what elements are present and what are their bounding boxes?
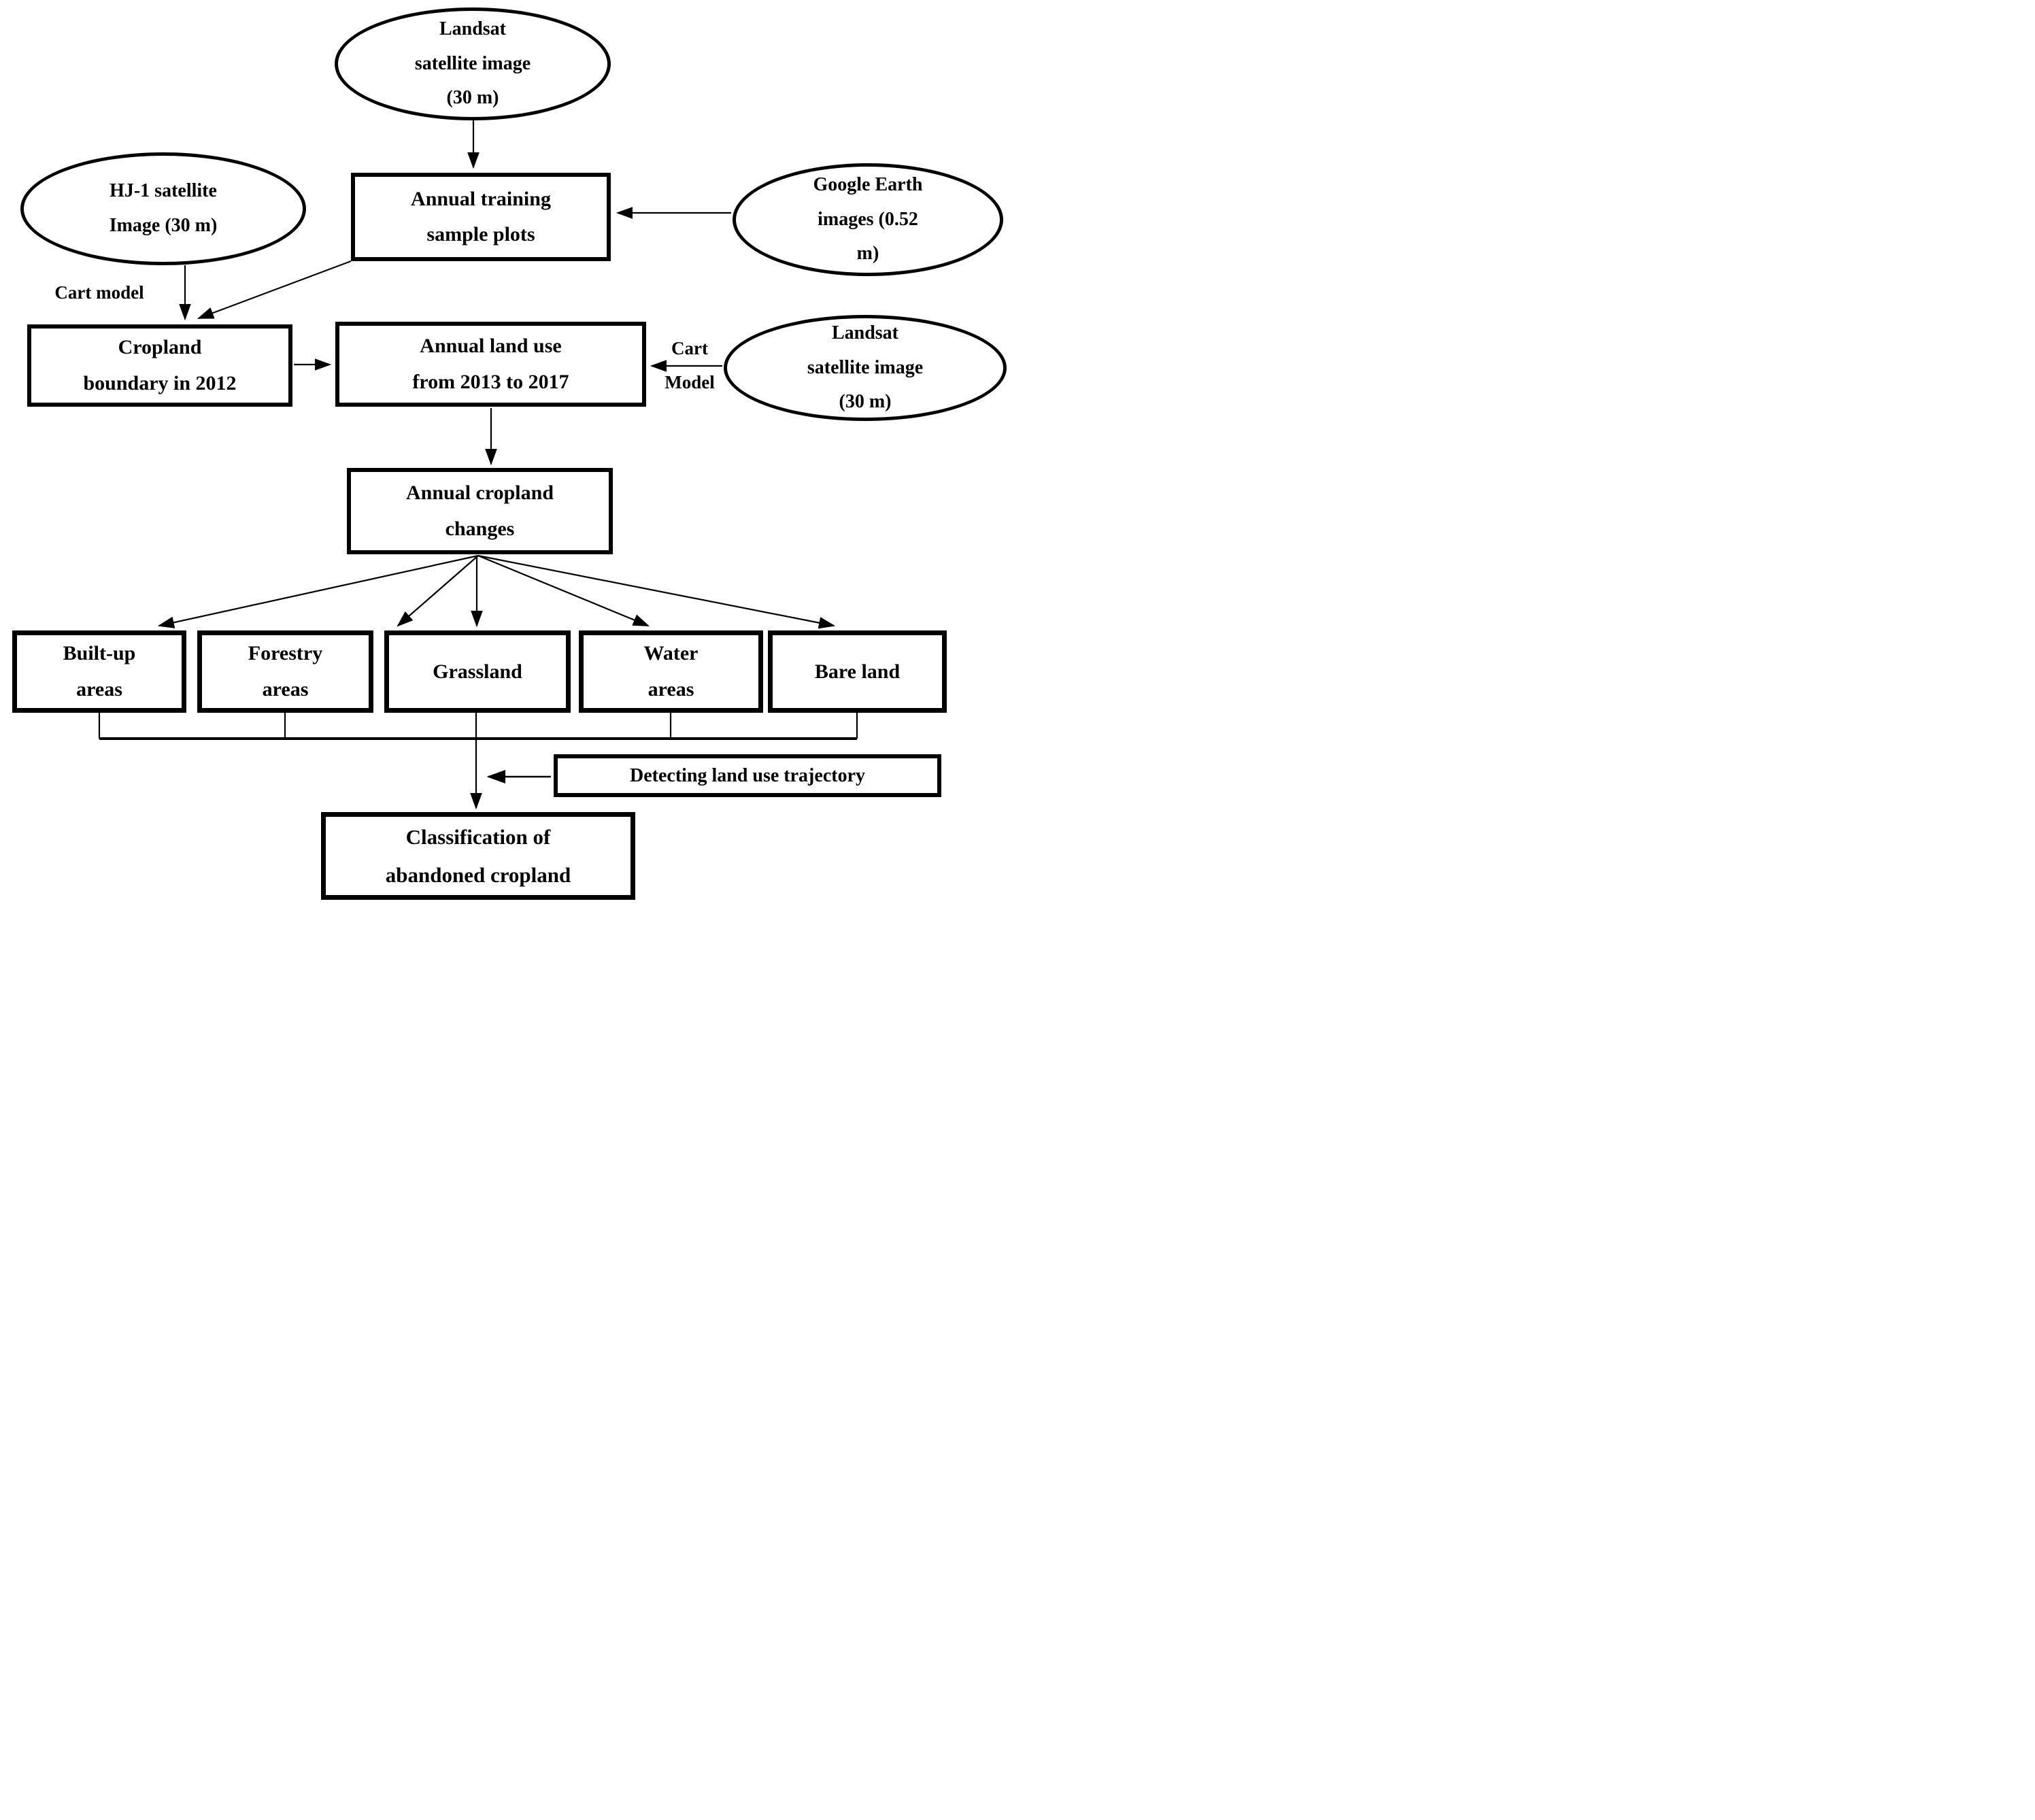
node-line: Annual cropland [405, 482, 554, 504]
edge-label-cart-model: Cart model [54, 282, 144, 303]
node-line: images (0.52 [818, 208, 918, 230]
node-line: Grassland [433, 660, 522, 683]
node-line: Annual land use [420, 335, 562, 357]
arrow-changes-to-water [477, 554, 650, 627]
node-line: boundary in 2012 [83, 371, 237, 394]
node-landsat-source-top: Landsat satellite image (30 m) [335, 7, 611, 120]
node-line: Built-up [63, 642, 136, 664]
node-line: Annual training [411, 187, 551, 210]
node-cropland-boundary: Cropland boundary in 2012 [27, 324, 292, 407]
node-line: (30 m) [446, 87, 499, 109]
node-line: Cropland [118, 336, 202, 358]
edge-label-cart: Cart [671, 338, 708, 358]
node-line: changes [445, 517, 515, 540]
node-forestry-areas: Forestry areas [197, 630, 373, 713]
node-line: sample plots [426, 223, 535, 246]
edge-label-model: Model [665, 372, 715, 392]
node-line: Classification of [405, 824, 551, 849]
node-line: Landsat [831, 322, 899, 343]
node-line: from 2013 to 2017 [412, 370, 569, 393]
node-line: Forestry [248, 642, 323, 664]
node-line: Image (30 m) [109, 215, 218, 236]
node-line: Water [643, 642, 699, 664]
node-annual-land-use: Annual land use from 2013 to 2017 [335, 322, 646, 407]
node-training-samples: Annual training sample plots [351, 173, 611, 261]
node-line: satellite image [807, 356, 924, 378]
node-line: areas [262, 677, 309, 701]
node-line: Google Earth [813, 173, 923, 195]
node-line: HJ-1 satellite [110, 180, 217, 202]
node-built-up-areas: Built-up areas [12, 630, 186, 713]
node-grassland: Grassland [384, 630, 571, 713]
flowchart-canvas: Landsat satellite image (30 m) HJ-1 sate… [0, 0, 1018, 910]
arrow-changes-to-bareland [477, 554, 836, 629]
node-line: m) [856, 243, 879, 265]
node-line: Landsat [439, 18, 507, 39]
connector-arrows [98, 120, 858, 810]
node-google-earth-source: Google Earth images (0.52 m) [733, 163, 1003, 276]
node-line: areas [76, 677, 122, 701]
node-classification: Classification of abandoned cropland [321, 812, 635, 900]
node-line: Detecting land use trajectory [629, 764, 865, 786]
arrow-training-to-cropland-boundary [197, 260, 352, 320]
node-line: Bare land [814, 660, 901, 683]
node-water-areas: Water areas [579, 630, 763, 713]
node-line: (30 m) [839, 391, 892, 413]
node-annual-cropland-changes: Annual cropland changes [347, 468, 613, 554]
node-detecting-trajectory: Detecting land use trajectory [554, 754, 941, 797]
node-line: abandoned cropland [385, 862, 571, 887]
node-landsat-source-right: Landsat satellite image (30 m) [724, 315, 1007, 421]
node-bare-land: Bare land [768, 630, 947, 713]
arrow-changes-to-builtup [157, 554, 479, 628]
node-line: satellite image [414, 52, 531, 74]
node-hj1-source: HJ-1 satellite Image (30 m) [20, 152, 306, 265]
arrow-changes-to-forestry [397, 555, 479, 627]
node-line: areas [648, 677, 694, 701]
